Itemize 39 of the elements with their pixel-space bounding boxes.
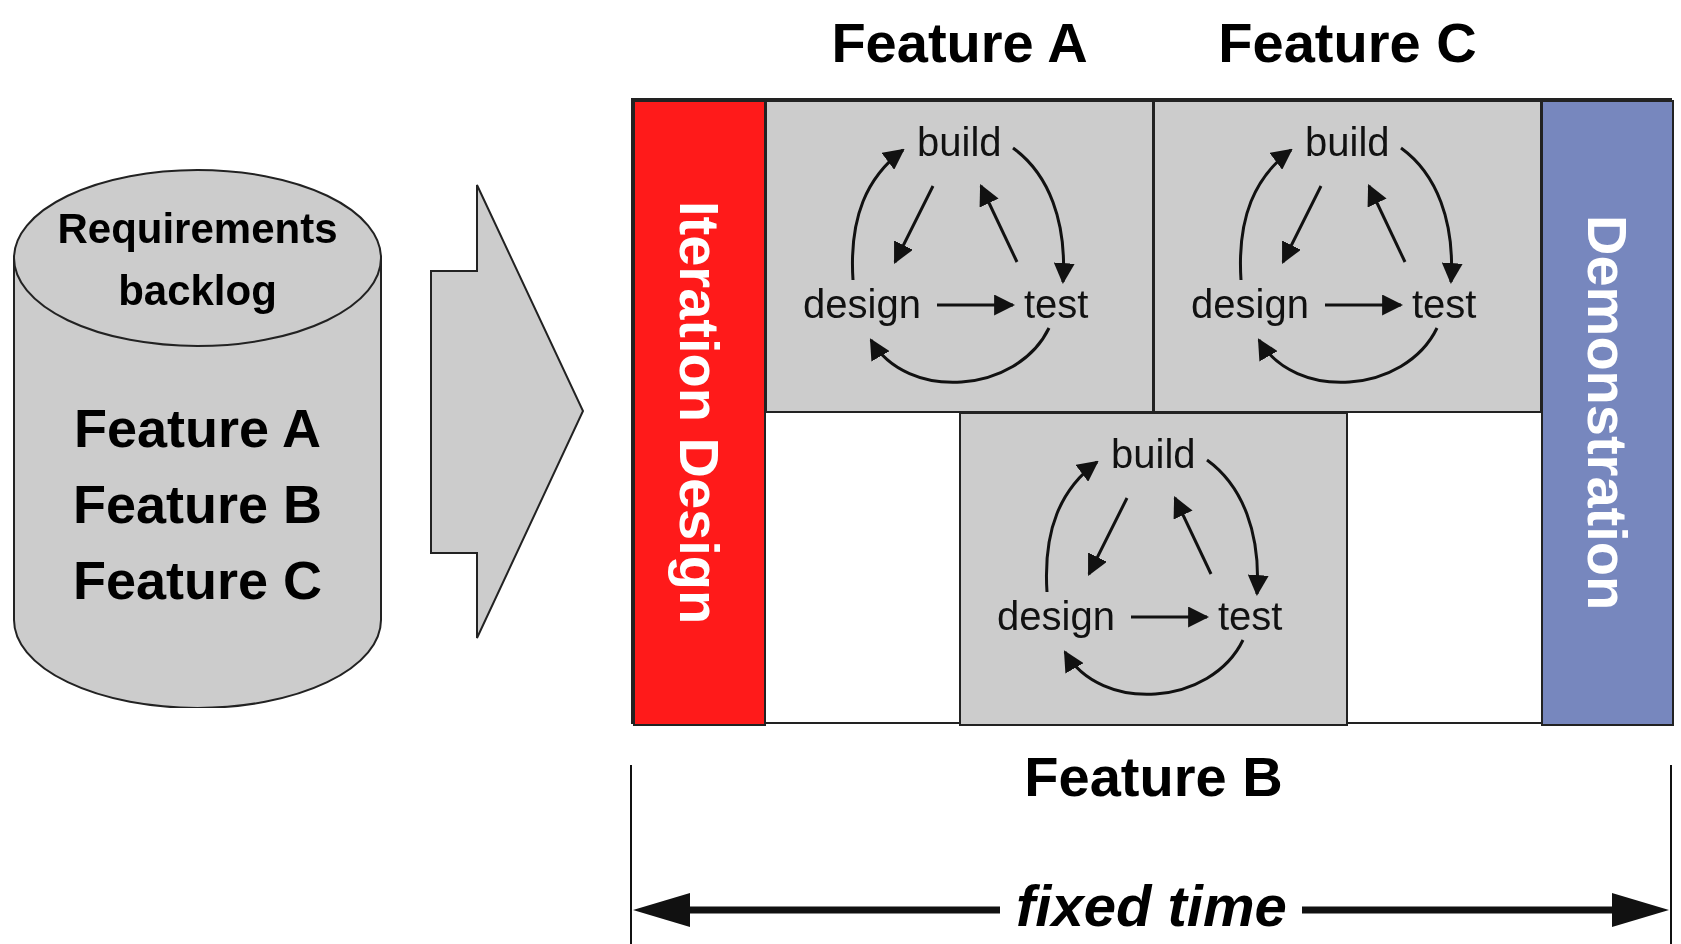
step-label: build [1305,120,1390,164]
arrow [1367,184,1407,263]
feature-heading: Feature A [830,10,1089,75]
arrow [1400,146,1463,285]
feature-item: Feature C [71,549,324,612]
cylinder-title: Requirements backlog [56,204,339,316]
arrow [1044,460,1099,593]
step-label: design [1191,282,1309,326]
arrow [1257,327,1439,384]
arrow [1173,496,1213,575]
step-label: test [1218,594,1283,638]
arrow [1281,185,1323,264]
step-label: design [803,282,921,326]
arrow [1238,148,1293,281]
phase-band [1541,100,1674,726]
step-label: build [1111,432,1196,476]
arrow [1206,458,1269,597]
step-label: design [997,594,1115,638]
feature-item: Feature A [72,397,323,460]
arrow [1131,606,1210,628]
arrow [937,294,1016,316]
band-label: Demonstration [1575,215,1640,611]
arrow [979,184,1019,263]
arrow [1087,497,1129,576]
feature-heading: Feature B [1023,744,1284,809]
step-label: test [1412,282,1477,326]
phase-band [633,100,766,726]
arrow [893,185,935,264]
arrow [1325,294,1404,316]
step-label: test [1024,282,1089,326]
band-label: Iteration Design [667,201,732,625]
arrow [869,327,1051,384]
arrow [850,148,905,281]
feature-item: Feature B [71,473,324,536]
step-label: build [917,120,1002,164]
block-arrow [430,184,585,639]
feature-heading: Feature C [1217,10,1478,75]
arrow [1063,639,1245,696]
arrow [1012,146,1075,285]
